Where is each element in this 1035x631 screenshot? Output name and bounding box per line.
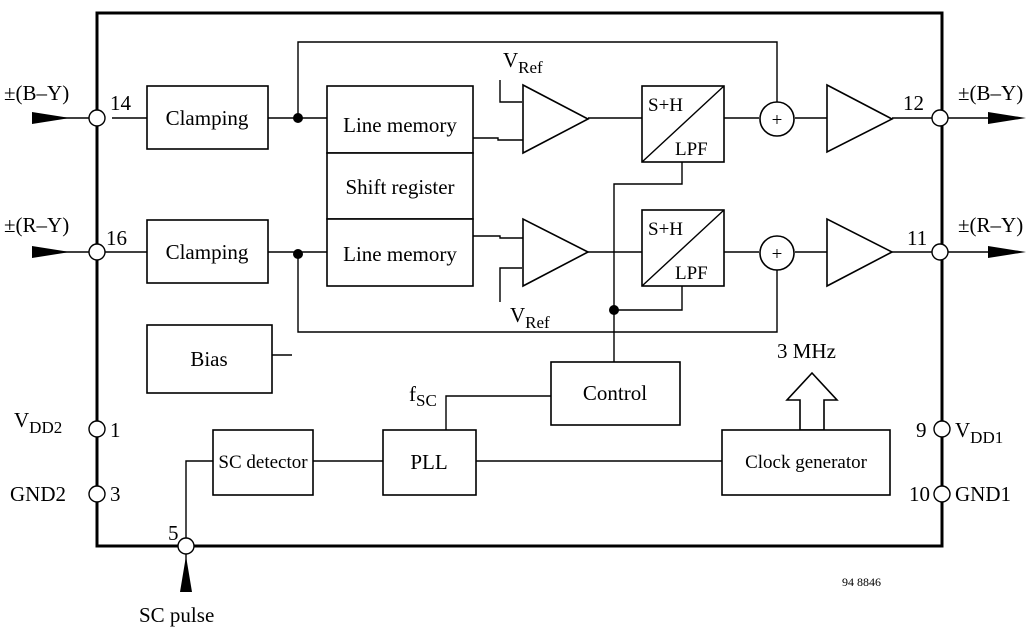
control-block: Control [550,361,681,426]
junction-dot [293,249,303,259]
pin-11-output-ry: ±(R–Y) 11 [907,213,1026,261]
pin-9-number: 9 [916,418,927,442]
pin-10-gnd1: 10 GND1 [909,482,1011,506]
input-by-label: ±(B–Y) [4,81,69,105]
pin-9-vdd1: 9 VDD1 [916,418,1003,447]
pin-11-number: 11 [907,226,927,250]
sc-pulse-label: SC pulse [139,603,214,627]
sc-pulse-arrow-icon [180,556,192,592]
vdd1-label: VDD1 [955,418,1003,447]
sh-top-label: S+H [648,95,683,116]
input-ry-label: ±(R–Y) [4,213,69,237]
adder-top-symbol: + [772,110,783,131]
control-label: Control [583,381,647,405]
output-amplifier-top-icon [826,83,894,154]
wiring [104,41,932,585]
clock-generator-block: Clock generator [721,429,891,496]
adder-bottom: + [759,235,795,271]
sc-detector-block: SC detector [212,429,314,496]
sc-detector-label: SC detector [218,452,308,473]
sh-lpf-bottom-block: S+H LPF [641,209,725,287]
adder-top: + [759,101,795,137]
clock-generator-label: Clock generator [745,452,868,473]
chip-outline [95,11,944,548]
pin-14-number: 14 [110,91,132,115]
lpf-top-label: LPF [675,139,708,160]
output-arrow-icon [988,112,1026,124]
adder-bottom-symbol: + [772,244,783,265]
output-amplifier-bottom-icon [826,217,894,288]
shift-register-label: Shift register [345,175,454,199]
fsc-label: fSC [409,382,437,410]
pin-3-gnd2: GND2 3 [10,482,121,506]
sh-lpf-top-block: S+H LPF [641,85,725,163]
pin-1-number: 1 [110,418,121,442]
pin-5-sc: 5 [168,521,195,592]
pll-block: PLL [382,429,477,496]
output-arrow-icon [988,246,1026,258]
vref-bottom-label: VRef [510,303,550,332]
line-memory-top-label: Line memory [343,113,457,137]
pll-label: PLL [410,450,447,474]
lpf-bottom-label: LPF [675,263,708,284]
pin-10-number: 10 [909,482,930,506]
clamping-by-label: Clamping [166,106,249,130]
pin-12-number: 12 [903,91,924,115]
figure-code: 94 8846 [842,575,881,589]
clamping-ry-block: Clamping [146,219,269,284]
bias-label: Bias [190,347,227,371]
amplifier-top-icon [522,83,590,155]
bias-block: Bias [146,324,273,394]
pin-12-output-by: ±(B–Y) 12 [903,81,1026,127]
pin-14-input-by: ±(B–Y) 14 [4,81,132,127]
output-ry-label: ±(R–Y) [958,213,1023,237]
pin-1-vdd2: VDD2 1 [14,408,121,442]
amplifier-bottom-icon [522,217,590,288]
clock-output-arrow-icon [785,371,839,431]
pin-16-number: 16 [106,226,127,250]
clamping-by-block: Clamping [146,85,269,150]
pin-3-number: 3 [110,482,121,506]
memory-stack: Line memory Shift register Line memory [326,85,474,287]
junction-dot [609,305,619,315]
sh-bottom-label: S+H [648,219,683,240]
pin-16-input-ry: ±(R–Y) 16 [4,213,127,261]
clock-frequency-label: 3 MHz [777,339,836,363]
line-memory-bottom-label: Line memory [343,242,457,266]
vdd2-label: VDD2 [14,408,62,437]
vref-top-label: VRef [503,48,543,77]
junction-dot [293,113,303,123]
pin-5-number: 5 [168,521,179,545]
gnd2-label: GND2 [10,482,66,506]
gnd1-label: GND1 [955,482,1011,506]
clamping-ry-label: Clamping [166,240,249,264]
output-by-label: ±(B–Y) [958,81,1023,105]
